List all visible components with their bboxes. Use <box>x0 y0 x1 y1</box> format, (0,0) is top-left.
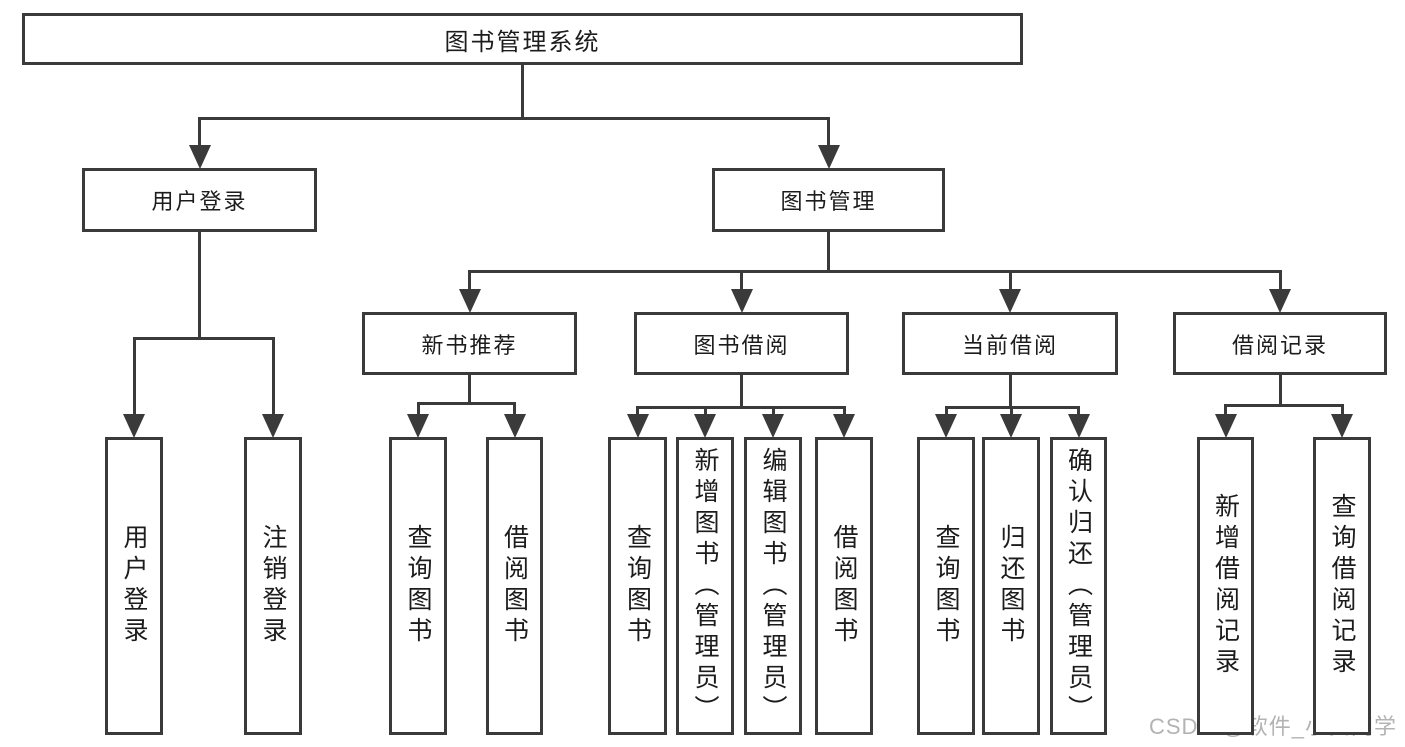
node-nb-borrow-book: 借阅图书 <box>486 437 543 735</box>
node-book-borrow: 图书借阅 <box>634 312 849 375</box>
arrowhead-down-icon <box>999 289 1021 313</box>
node-label-bb-borrow-book: 借阅图书 <box>830 524 858 648</box>
connector-branch-user-login <box>132 336 275 340</box>
connector-branch-new-book-rec <box>416 401 516 405</box>
connector-drop-cb-confirm-return <box>1077 407 1080 419</box>
arrowhead-down-icon <box>188 145 211 169</box>
node-label-current-borrow: 当前借阅 <box>961 332 1058 358</box>
arrowhead-down-icon <box>1067 414 1090 438</box>
connector-stem-new-book-rec <box>468 375 471 403</box>
connector-stem-root <box>521 65 524 118</box>
arrowhead-down-icon <box>626 414 649 438</box>
node-bb-add-book: 新增图书（管理员） <box>676 437 734 735</box>
node-bb-borrow-book: 借阅图书 <box>815 437 873 735</box>
arrowhead-down-icon <box>730 289 753 313</box>
arrowhead-down-icon <box>817 145 840 169</box>
connector-drop-book-mgmt <box>827 118 830 150</box>
connector-drop-bb-borrow-book <box>842 407 846 419</box>
connector-drop-user-login <box>198 118 201 150</box>
connector-drop-bb-add-book <box>703 407 707 419</box>
arrowhead-down-icon <box>503 414 526 438</box>
node-label-leaf-user-login: 用户登录 <box>120 524 148 648</box>
connector-drop-new-book-rec <box>468 271 471 294</box>
node-bb-query-book: 查询图书 <box>608 437 667 735</box>
arrowhead-down-icon <box>1331 414 1353 438</box>
connector-stem-book-mgmt <box>827 232 830 271</box>
node-label-br-add-record: 新增借阅记录 <box>1211 493 1240 679</box>
connector-branch-borrow-record <box>1224 403 1344 407</box>
node-label-bb-edit-book: 编辑图书（管理员） <box>759 446 787 726</box>
node-cb-confirm-return: 确认归还（管理员） <box>1050 437 1107 735</box>
arrowhead-down-icon <box>694 414 716 438</box>
arrowhead-down-icon <box>1214 414 1237 438</box>
node-br-add-record: 新增借阅记录 <box>1197 437 1254 735</box>
connector-drop-bb-query-book <box>636 407 639 419</box>
node-label-nb-query-book: 查询图书 <box>404 524 432 648</box>
connector-branch-root <box>198 116 830 120</box>
node-bb-edit-book: 编辑图书（管理员） <box>744 437 802 735</box>
node-label-leaf-logout: 注销登录 <box>259 524 287 648</box>
node-label-book-mgmt: 图书管理 <box>780 189 877 214</box>
node-cb-query-book: 查询图书 <box>917 437 975 735</box>
node-current-borrow: 当前借阅 <box>902 312 1118 375</box>
node-root: 图书管理系统 <box>22 13 1023 65</box>
connector-drop-br-query-record <box>1340 405 1344 419</box>
arrowhead-down-icon <box>762 414 784 438</box>
node-label-root: 图书管理系统 <box>444 28 601 56</box>
connector-branch-book-mgmt <box>468 269 1282 273</box>
connector-drop-leaf-user-login <box>132 338 136 419</box>
node-borrow-record: 借阅记录 <box>1173 312 1387 375</box>
arrowhead-down-icon <box>1269 289 1291 313</box>
node-label-bb-add-book: 新增图书（管理员） <box>691 446 719 726</box>
connector-stem-borrow-record <box>1278 375 1282 405</box>
arrowhead-down-icon <box>262 414 284 438</box>
node-cb-return-book: 归还图书 <box>982 437 1040 735</box>
node-label-bb-query-book: 查询图书 <box>623 524 652 648</box>
arrowhead-down-icon <box>407 414 429 438</box>
arrowhead-down-icon <box>833 414 855 438</box>
node-new-book-rec: 新书推荐 <box>362 312 577 375</box>
node-label-cb-return-book: 归还图书 <box>997 524 1025 648</box>
connector-stem-user-login <box>198 232 201 338</box>
connector-drop-cb-query-book <box>944 407 948 419</box>
node-nb-query-book: 查询图书 <box>389 437 447 735</box>
node-leaf-logout: 注销登录 <box>244 437 302 735</box>
arrowhead-down-icon <box>458 289 481 313</box>
node-user-login: 用户登录 <box>82 168 317 232</box>
arrowhead-down-icon <box>1000 414 1022 438</box>
node-label-new-book-rec: 新书推荐 <box>421 332 518 358</box>
connector-drop-br-add-record <box>1224 405 1227 419</box>
connector-drop-book-borrow <box>740 271 743 294</box>
node-label-br-query-record: 查询借阅记录 <box>1328 493 1356 679</box>
connector-drop-borrow-record <box>1278 271 1282 294</box>
node-br-query-record: 查询借阅记录 <box>1313 437 1371 735</box>
arrowhead-down-icon <box>935 414 957 438</box>
node-label-cb-confirm-return: 确认归还（管理员） <box>1064 446 1093 726</box>
connector-drop-nb-query-book <box>416 403 420 419</box>
connector-drop-bb-edit-book <box>771 407 775 419</box>
connector-stem-book-borrow <box>740 375 743 407</box>
node-label-book-borrow: 图书借阅 <box>693 332 790 358</box>
node-label-borrow-record: 借阅记录 <box>1231 332 1328 358</box>
node-label-user-login: 用户登录 <box>151 189 248 214</box>
connector-stem-current-borrow <box>1008 375 1012 407</box>
connector-drop-leaf-logout <box>271 338 275 419</box>
node-leaf-user-login: 用户登录 <box>105 437 163 735</box>
arrowhead-down-icon <box>123 414 145 438</box>
node-book-mgmt: 图书管理 <box>712 168 945 232</box>
node-label-cb-query-book: 查询图书 <box>932 524 960 648</box>
connector-drop-nb-borrow-book <box>513 403 516 419</box>
connector-drop-current-borrow <box>1008 271 1012 294</box>
node-label-nb-borrow-book: 借阅图书 <box>500 524 529 648</box>
connector-branch-book-borrow <box>636 405 846 409</box>
connector-drop-cb-return-book <box>1009 407 1013 419</box>
